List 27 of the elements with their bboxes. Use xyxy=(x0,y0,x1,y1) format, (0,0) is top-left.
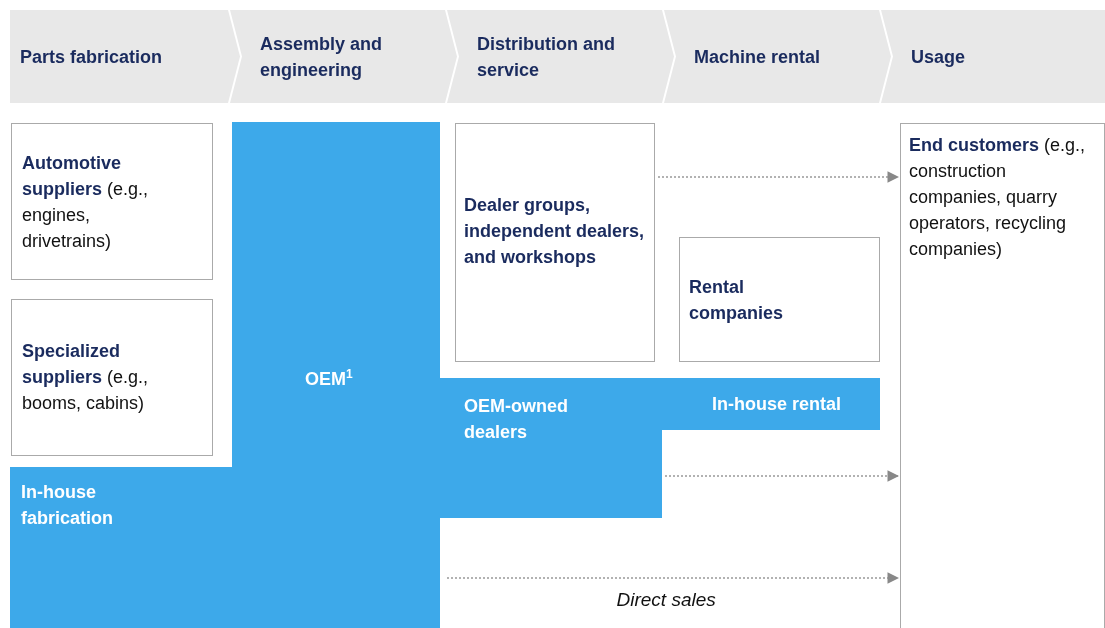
node-label: End customers (e.g., construction companies, quarry operators, recycling companies) xyxy=(909,134,1087,261)
edge-label: Direct sales xyxy=(616,589,716,611)
node-label: Rental companies xyxy=(689,276,785,325)
node-label: OEM$^{1}$ xyxy=(305,366,354,391)
actor-box xyxy=(455,123,655,362)
oem-area xyxy=(662,378,880,430)
node-label: Dealer groups, independent dealers, and workshops xyxy=(464,194,646,269)
actor-box xyxy=(11,123,213,280)
arrow xyxy=(657,171,900,183)
actor-box xyxy=(900,123,1105,628)
node-label: OEM-owned dealers xyxy=(464,395,569,444)
node-label: Automotive suppliers (e.g., engines, drivetrains) xyxy=(22,152,150,253)
stage-label: Assembly and engineering xyxy=(260,32,384,82)
arrow xyxy=(446,572,900,584)
arrow xyxy=(664,470,900,482)
stage-label: Machine rental xyxy=(694,45,822,69)
stage-label: Usage xyxy=(911,45,967,69)
node-label: Specialized suppliers (e.g., booms, cabins) xyxy=(22,340,150,415)
oem-area xyxy=(440,378,662,518)
oem-area xyxy=(10,467,232,628)
actor-box xyxy=(11,299,213,456)
stage-label: Parts fabrication xyxy=(20,45,164,69)
node-label: In-house rental xyxy=(712,393,842,416)
oem-area xyxy=(232,122,440,628)
node-label: In-house fabrication xyxy=(21,481,114,530)
stage-label: Distribution and service xyxy=(477,32,616,82)
actor-box xyxy=(679,237,880,362)
